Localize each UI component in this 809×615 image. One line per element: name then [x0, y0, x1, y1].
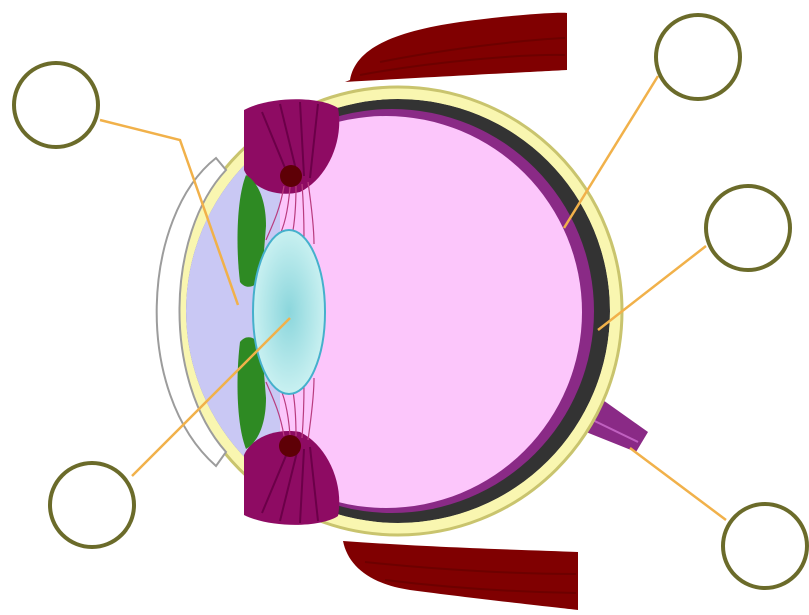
ciliary-process-upper — [280, 165, 302, 187]
lens — [253, 230, 325, 394]
upper-eye-muscle — [345, 13, 567, 82]
ciliary-process-lower — [279, 435, 301, 457]
label-circle-right-middle[interactable] — [706, 186, 790, 270]
leader-line-bottom-right — [630, 448, 726, 520]
label-circle-bottom-left[interactable] — [50, 463, 134, 547]
lower-eye-muscle — [343, 541, 578, 610]
label-circle-top-left[interactable] — [14, 63, 98, 147]
leader-line-top-right — [564, 76, 658, 228]
label-circle-bottom-right[interactable] — [723, 504, 807, 588]
label-circle-top-right[interactable] — [656, 15, 740, 99]
